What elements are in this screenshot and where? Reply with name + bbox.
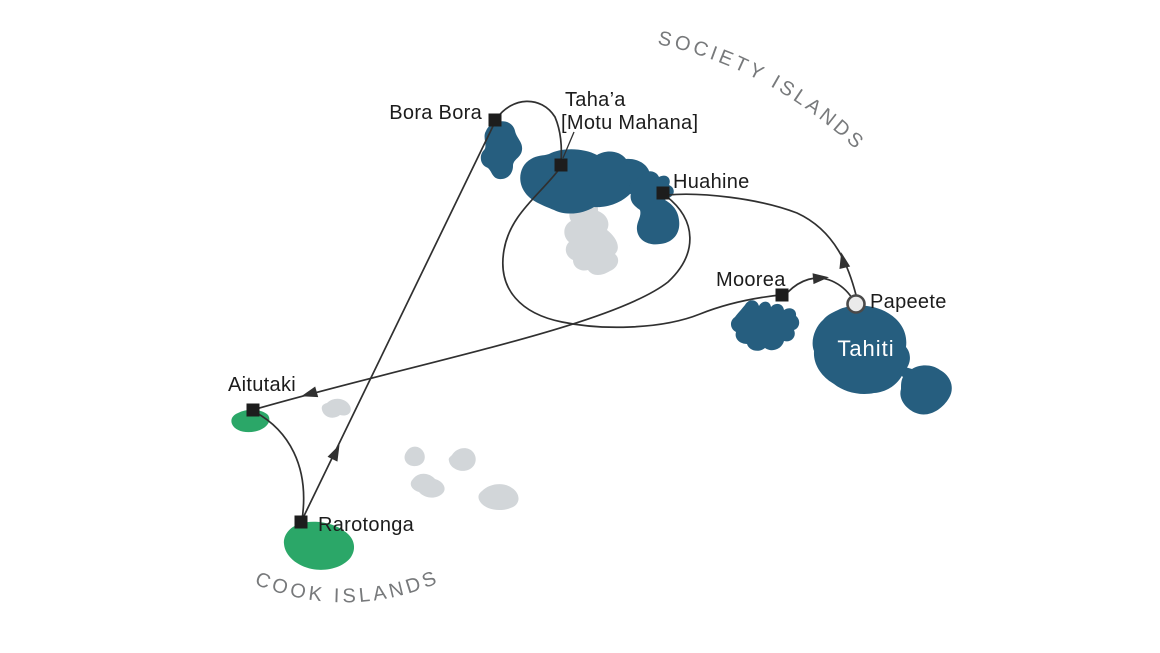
island-rarotonga bbox=[283, 521, 355, 570]
region-label-cook-islands: COOK ISLANDS bbox=[252, 566, 442, 607]
port-marker-moorea bbox=[775, 288, 789, 302]
port-marker-bora-bora bbox=[488, 113, 502, 127]
route-aitutaki-to-rarotonga bbox=[254, 411, 305, 521]
port-label-tahaa: Taha’a bbox=[565, 89, 626, 111]
arrowhead-to-huahine-icon bbox=[839, 252, 851, 270]
island-faded-small-2 bbox=[404, 446, 425, 467]
tahaa-label-leader-line bbox=[562, 131, 575, 159]
port-label-bora-bora: Bora Bora bbox=[389, 102, 482, 124]
port-label-papeete: Papeete bbox=[870, 291, 947, 313]
arrowhead-to-aitutaki-icon bbox=[301, 386, 319, 398]
route-bora-bora-to-tahaa bbox=[496, 100, 563, 163]
port-label-huahine: Huahine bbox=[673, 171, 750, 193]
island-tahiti-iti bbox=[898, 365, 952, 415]
port-label-aitutaki: Aitutaki bbox=[228, 374, 296, 396]
island-tahaa bbox=[520, 149, 651, 214]
arrowhead-to-bora-bora-icon bbox=[327, 444, 340, 462]
port-marker-aitutaki bbox=[246, 403, 260, 417]
route-tahaa-to-moorea bbox=[502, 167, 781, 329]
island-tahiti bbox=[812, 305, 910, 394]
region-label-society-islands: SOCIETY ISLANDS bbox=[656, 27, 870, 155]
port-marker-tahaa bbox=[554, 158, 568, 172]
route-huahine-to-aitutaki bbox=[255, 195, 691, 410]
island-faded-small-3 bbox=[448, 448, 476, 471]
port-marker-huahine bbox=[656, 186, 670, 200]
port-label-rarotonga: Rarotonga bbox=[318, 514, 415, 536]
island-moorea bbox=[730, 300, 800, 351]
island-faded-small-5 bbox=[478, 484, 519, 511]
port-marker-papeete bbox=[846, 294, 866, 314]
port-marker-rarotonga bbox=[294, 515, 308, 529]
arrowhead-to-papeete-icon bbox=[812, 273, 829, 285]
island-faded-small-4 bbox=[410, 473, 445, 498]
island-bora-bora bbox=[480, 121, 523, 180]
island-huahine bbox=[629, 171, 680, 245]
port-label-moorea: Moorea bbox=[716, 269, 786, 291]
island-faded-small-1 bbox=[321, 398, 351, 418]
island-label-tahiti: Tahiti bbox=[837, 336, 894, 361]
route-moorea-to-papeete bbox=[787, 277, 853, 299]
island-raiatea-faded bbox=[564, 199, 619, 275]
port-label-tahaa-sub: [Motu Mahana] bbox=[561, 112, 698, 134]
